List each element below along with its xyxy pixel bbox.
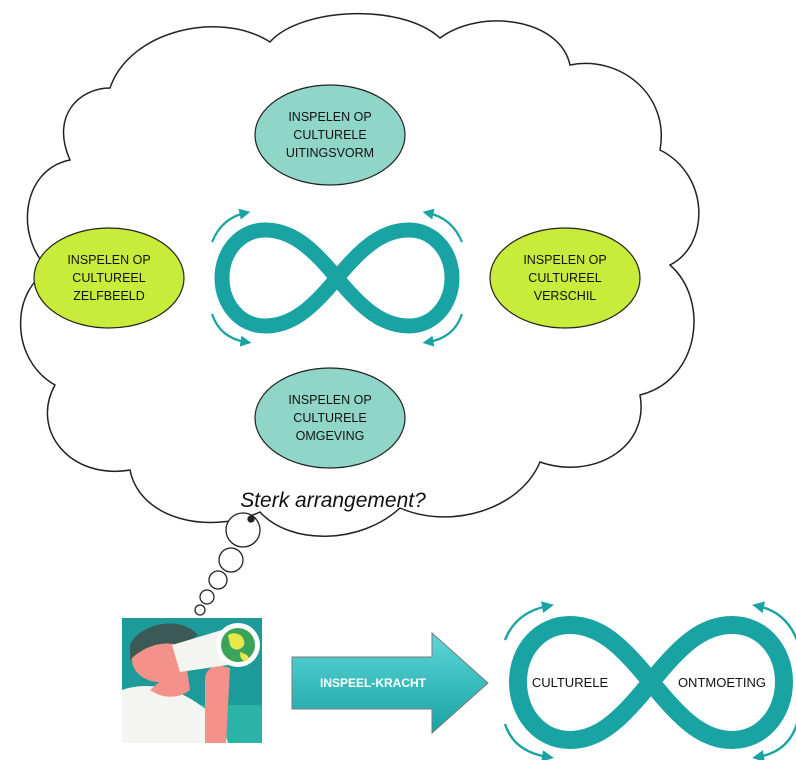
oval-left: INSPELEN OP CULTUREEL ZELFBEELD [33, 227, 185, 329]
outcome-left-label: CULTURELE [532, 675, 609, 690]
culturele-ontmoeting-infinity: CULTURELE ONTMOETING [503, 601, 796, 760]
oval-left-line-1: INSPELEN OP [67, 253, 150, 267]
oval-bottom-line-3: OMGEVING [296, 429, 365, 443]
oval-bottom-line-1: INSPELEN OP [288, 393, 371, 407]
oval-top-line-3: UITINGSVORM [286, 146, 374, 160]
oval-left-line-3: ZELFBEELD [73, 289, 145, 303]
person-binoculars-icon [122, 618, 262, 743]
oval-bottom: INSPELEN OP CULTURELE OMGEVING [254, 367, 406, 469]
oval-left-line-2: CULTUREEL [72, 271, 145, 285]
oval-top-line-1: INSPELEN OP [288, 110, 371, 124]
oval-right-line-1: INSPELEN OP [523, 253, 606, 267]
oval-right: INSPELEN OP CULTUREEL VERSCHIL [489, 227, 641, 329]
oval-right-line-3: VERSCHIL [534, 289, 597, 303]
oval-right-line-2: CULTUREEL [528, 271, 601, 285]
arrow-label: INSPEEL-KRACHT [320, 676, 427, 690]
cloud-caption: Sterk arrangement? [240, 489, 426, 512]
outcome-right-label: ONTMOETING [678, 675, 766, 690]
oval-top-line-2: CULTURELE [293, 128, 366, 142]
inspeel-kracht-arrow: INSPEEL-KRACHT [291, 631, 489, 735]
oval-top: INSPELEN OP CULTURELE UITINGSVORM [254, 84, 406, 186]
thought-cloud [19, 12, 700, 537]
infinity-icon [210, 208, 464, 347]
thought-bubbles [194, 512, 261, 616]
oval-bottom-line-2: CULTURELE [293, 411, 366, 425]
